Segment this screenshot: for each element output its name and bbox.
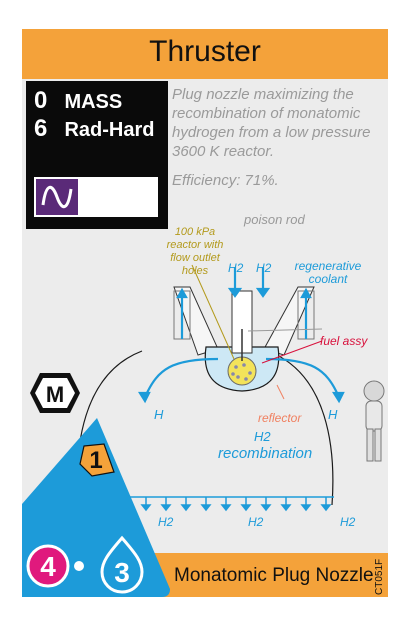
reactor-label-line: reactor with — [166, 239, 224, 251]
wave-icon — [36, 179, 78, 215]
recomb-h2-label: H2 — [254, 429, 271, 444]
card-title: Thruster — [149, 35, 261, 68]
card-name: Monatomic Plug Nozzle — [174, 565, 374, 586]
h-left-label: H — [154, 407, 164, 422]
description-line: recombination of monatomic — [172, 105, 361, 122]
card-header — [22, 29, 388, 79]
radhard-value: 6 — [34, 115, 48, 142]
reactor-label-line: 100 kPa — [174, 226, 216, 238]
symbol-box — [34, 177, 158, 217]
exit-h2-left-label: H2 — [158, 515, 174, 529]
reactor-label: 100 kPa reactor with flow outlet holes — [158, 226, 232, 278]
stat-box: 0 MASS 6 Rad-Hard — [26, 81, 168, 229]
regen-label-line: regenerative — [294, 259, 362, 273]
reactor-label-line: flow outlet — [170, 252, 220, 264]
fuel-assy-label: fuel assy — [320, 334, 368, 348]
type-badge-letter: M — [46, 382, 64, 407]
nozzle-diagram — [76, 264, 345, 512]
exit-h2-mid-label: H2 — [248, 515, 264, 529]
mass-stat: 0 MASS — [34, 87, 122, 115]
regen-label-line: coolant — [308, 272, 348, 286]
reactor-label-line: holes — [181, 265, 209, 277]
recombination-label: recombination — [218, 445, 313, 462]
radhard-label: Rad-Hard — [64, 119, 155, 141]
h2-inlet-right-label: H2 — [256, 261, 272, 275]
astronaut-icon — [363, 380, 385, 462]
cost-top-value: 1 — [89, 447, 102, 474]
cost-right-value: 3 — [114, 557, 130, 588]
cost-triangle: 1 4 3 — [22, 418, 170, 597]
regen-coolant-label: regenerative coolant — [290, 260, 366, 286]
mass-value: 0 — [34, 87, 48, 114]
h2-inlet-left-label: H2 — [228, 261, 244, 275]
poison-rod-label: poison rod — [244, 212, 305, 227]
leader-lines — [191, 264, 235, 360]
fuel-assembly — [227, 356, 257, 386]
mass-label: MASS — [64, 91, 123, 113]
h-right-label: H — [328, 407, 338, 422]
card: Thruster 0 MASS 6 Rad-Hard Plug nozzle m… — [22, 29, 388, 597]
flow-arrows — [138, 267, 345, 404]
description-line: 3600 K reactor. — [172, 143, 275, 160]
exit-h2-right-label: H2 — [340, 515, 356, 529]
radhard-stat: 6 Rad-Hard — [34, 115, 154, 143]
description-line: Plug nozzle maximizing the — [172, 86, 354, 103]
reflector-label: reflector — [258, 411, 302, 425]
description-line: hydrogen from a low pressure — [172, 124, 371, 141]
card-description: Plug nozzle maximizing the recombination… — [172, 85, 382, 161]
cost-left-value: 4 — [40, 551, 56, 582]
card-id: CT051F — [374, 558, 385, 595]
type-badge: M — [30, 373, 80, 413]
fuel-holes — [231, 363, 252, 381]
efficiency-text: Efficiency: 71%. — [172, 172, 279, 189]
